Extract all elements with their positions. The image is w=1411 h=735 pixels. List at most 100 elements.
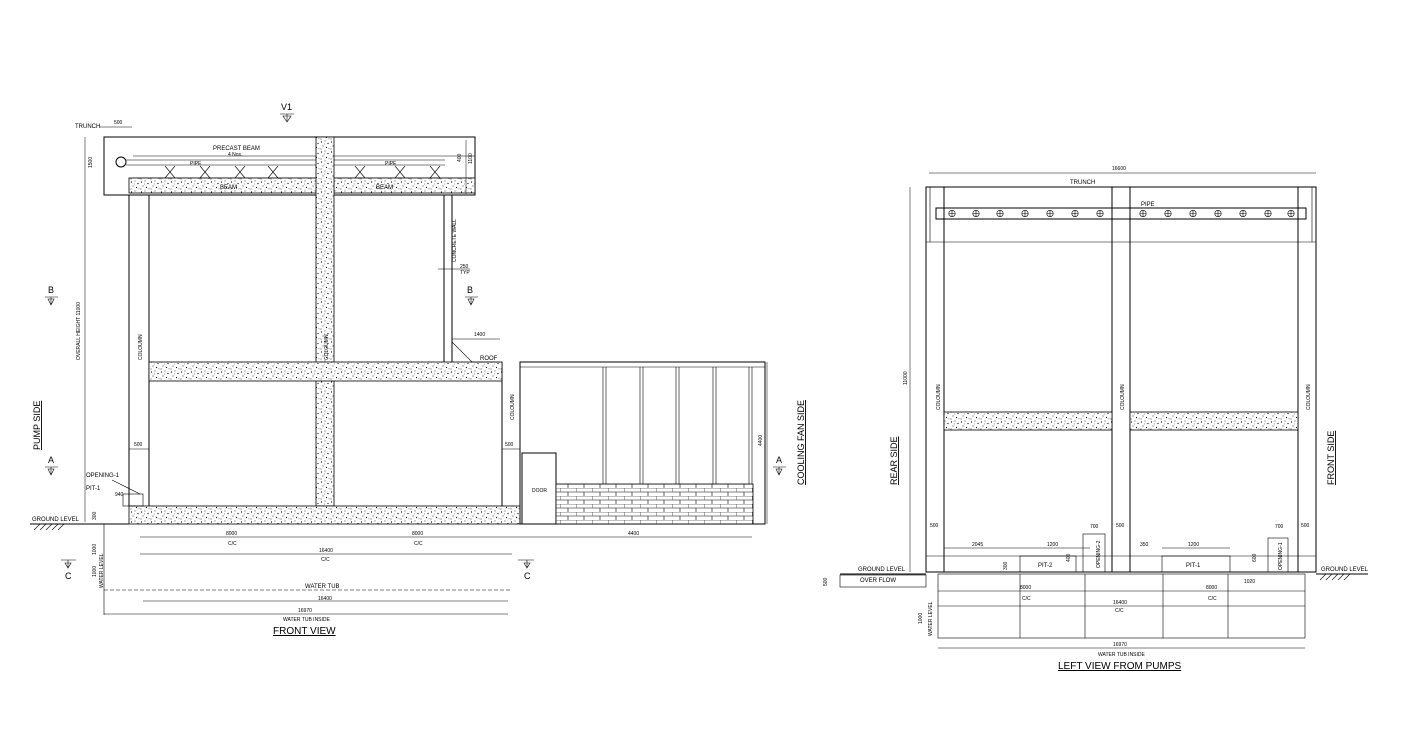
left-column-label-1: COLOUMN [936,384,942,410]
left-ground-hatch [1319,573,1351,581]
fan-span: 4400 [628,531,639,537]
v1-arrow-icon [280,113,294,123]
roof-label: ROOF [480,356,498,362]
section-a-left-arrow-icon [45,466,58,476]
left-mid-beam-1 [943,411,1113,431]
left-water-tub-inside: WATER TUB INSIDE [1098,652,1146,658]
pump-side-label: PUMP SIDE [32,401,42,450]
section-a-left: A [48,455,54,465]
pit-dim: 940 [115,492,124,498]
overall-height: OVERALL HEIGHT 11000 [76,302,82,360]
left-height-dim: 11000 [903,371,909,385]
left-mid-beam-2 [1129,411,1299,431]
left-inside-dim: 16970 [1113,642,1127,648]
total-cc: C/C [321,557,330,563]
front-view: V1 TRUNCH 500 1500 OVERALL HEIGHT 11000 … [30,102,806,637]
dim-300: 300 [92,511,98,520]
dim-300-left: 300 [1003,561,1009,570]
dim-500a: 500 [134,442,143,448]
brick-wall [555,483,754,525]
left-column-label-3: COLOUMN [1306,384,1312,410]
dim-600: 600 [1252,553,1258,562]
front-view-title: FRONT VIEW [273,626,336,637]
precast-beam-label: PRECAST BEAM [213,146,260,152]
left-dim-500b: 500 [1116,523,1125,529]
total-span: 16400 [319,548,333,554]
view-marker-v1: V1 [281,102,292,112]
dim-400-left: 400 [1066,553,1072,562]
column-label-1: COLOUMN [138,334,144,360]
left-ground-level-left: GROUND LEVEL [858,567,906,573]
wl-dim-2: 1000 [92,566,98,577]
over-flow-pipe [839,574,927,588]
pit-1-label: PIT-1 [86,486,101,492]
section-c-right: C [524,571,531,581]
pipe-label-2: PIPE [385,161,397,167]
section-b-right: B [467,285,473,295]
dim-350: 350 [1140,542,1149,548]
left-trunch-label: TRUNCH [1070,180,1095,186]
left-span-b-cc: C/C [1208,596,1217,602]
height-4400: 4400 [758,435,764,446]
left-total-cc: C/C [1115,608,1124,614]
inside-dim: 16970 [298,608,312,614]
left-view: 16600 TRUNCH PIPE [823,166,1369,672]
left-ground-level-right: GROUND LEVEL [1321,567,1369,573]
section-c-right-arrow-icon [518,559,534,569]
trunch-label: TRUNCH [75,124,100,130]
pit-1-left-label: PIT-1 [1186,563,1201,569]
front-base-slab [128,505,521,525]
left-water-level-label: WATER LEVEL [928,601,934,636]
top-frame [103,136,476,196]
pipe-fittings [948,210,1295,218]
left-span-a-cc: C/C [1022,596,1031,602]
section-a-right-arrow-icon [773,466,786,476]
dim-400: 400 [457,153,463,162]
dim-700b: 700 [1275,524,1284,530]
front-mid-beam [148,361,503,382]
section-a-right: A [776,455,782,465]
water-tub-label: WATER TUB [305,584,340,590]
front-center-column [315,136,335,507]
left-outer-frame [925,186,1317,573]
left-total-span: 16400 [1113,600,1127,606]
section-b-right-arrow-icon [465,296,478,306]
water-level-label: WATER LEVEL [99,553,105,588]
section-c-left-arrow-icon [61,559,76,569]
typ-dim: 250 [460,264,469,270]
span-a-cc: C/C [228,541,237,547]
column-label-3: COLOUMN [510,394,516,420]
cooling-fan-side-label: COOLING FAN SIDE [796,400,806,485]
trunch-height-dim: 1500 [88,157,94,168]
left-column-label-2: COLOUMN [1120,384,1126,410]
water-tub-inside-label: WATER TUB INSIDE [283,617,331,623]
span-a: 8000 [226,531,237,537]
pipe-end-circle [115,156,127,168]
over-flow-dim: 500 [823,577,829,586]
roof-dim: 1400 [474,332,485,338]
dim-1020: 1020 [1244,579,1255,585]
door-label: DOOR [532,488,547,494]
pit-2 [1019,555,1077,573]
precast-nos-label: 4 Nos. [228,152,242,158]
over-flow-label: OVER FLOW [860,578,896,584]
dim-500b: 500 [505,442,514,448]
pit-2-label: PIT-2 [1038,563,1053,569]
typ-label: TYP [460,270,470,276]
left-dim-500c: 500 [1301,523,1310,529]
opening-1-left [1267,537,1289,573]
dim-700a: 700 [1090,524,1099,530]
left-wl-dim: 1000 [918,613,924,624]
overall-dim: 16600 [1112,166,1126,172]
left-pipe [935,207,1307,220]
rear-side-label: REAR SIDE [889,436,899,485]
opening-2-label: OPENING-2 [1096,540,1102,568]
tub-dim: 16400 [318,596,332,602]
opening-1-left-label: OPENING-1 [1278,542,1284,570]
section-c-left: C [65,571,72,581]
beam-label-2: BEAM [376,185,393,191]
dim-1100: 1100 [468,153,474,164]
left-pipe-label: PIPE [1141,202,1155,208]
concrete-wall-label: CONCRETE WALL [452,219,458,262]
